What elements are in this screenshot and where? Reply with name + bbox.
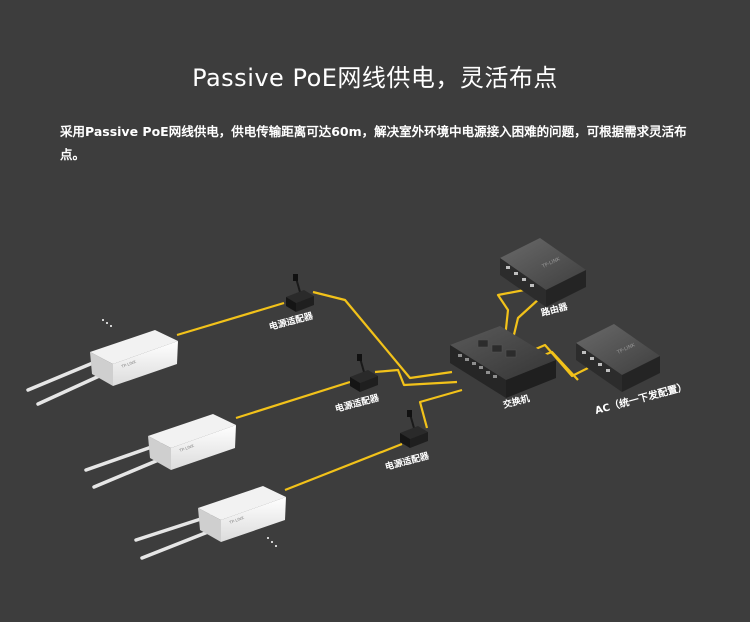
access-point-2: TP-LINK <box>84 414 236 489</box>
ap2-brand-logo: TP-LINK <box>178 443 195 453</box>
adapter-2-label: 电源适配器 <box>334 391 382 414</box>
cable-ap1-adapter <box>176 301 285 337</box>
cable-adapter3-switch <box>418 388 463 429</box>
adapter-1-label: 电源适配器 <box>268 309 316 332</box>
cable-adapter2-switch <box>374 368 458 387</box>
ac-label: AC（统一下发配置） <box>593 380 688 417</box>
ac-device: TP-LINK <box>576 324 660 392</box>
page-description: 采用Passive PoE网线供电，供电传输距离可达60m，解决室外环境中电源接… <box>60 124 687 162</box>
power-adapter-1 <box>286 274 314 312</box>
adapter-3-label: 电源适配器 <box>384 449 432 472</box>
access-point-3: TP-LINK <box>134 486 286 560</box>
power-adapter-2 <box>350 354 378 392</box>
access-point-1: TP-LINK <box>26 319 178 406</box>
cable-ap2-adapter <box>235 380 351 420</box>
page-title: Passive PoE网线供电，灵活布点 <box>192 64 558 92</box>
cable-ap3-adapter <box>284 442 403 492</box>
ap1-brand-logo: TP-LINK <box>120 359 137 369</box>
power-adapter-3 <box>400 410 428 448</box>
cable-switch-router <box>496 286 536 339</box>
switch-device <box>450 326 556 398</box>
cable-adapter1-switch <box>312 290 453 380</box>
router-device: TP-LINK <box>500 238 586 307</box>
ap3-brand-logo: TP-LINK <box>228 515 245 525</box>
